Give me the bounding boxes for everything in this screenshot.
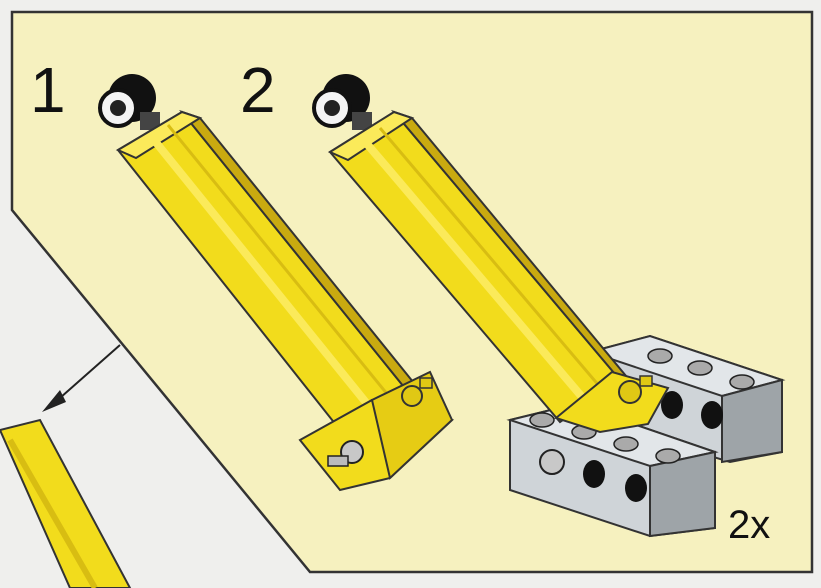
step-number-2: 2 — [240, 58, 276, 122]
step-number-1: 1 — [30, 58, 66, 122]
quantity-callout: 2x — [728, 505, 770, 545]
